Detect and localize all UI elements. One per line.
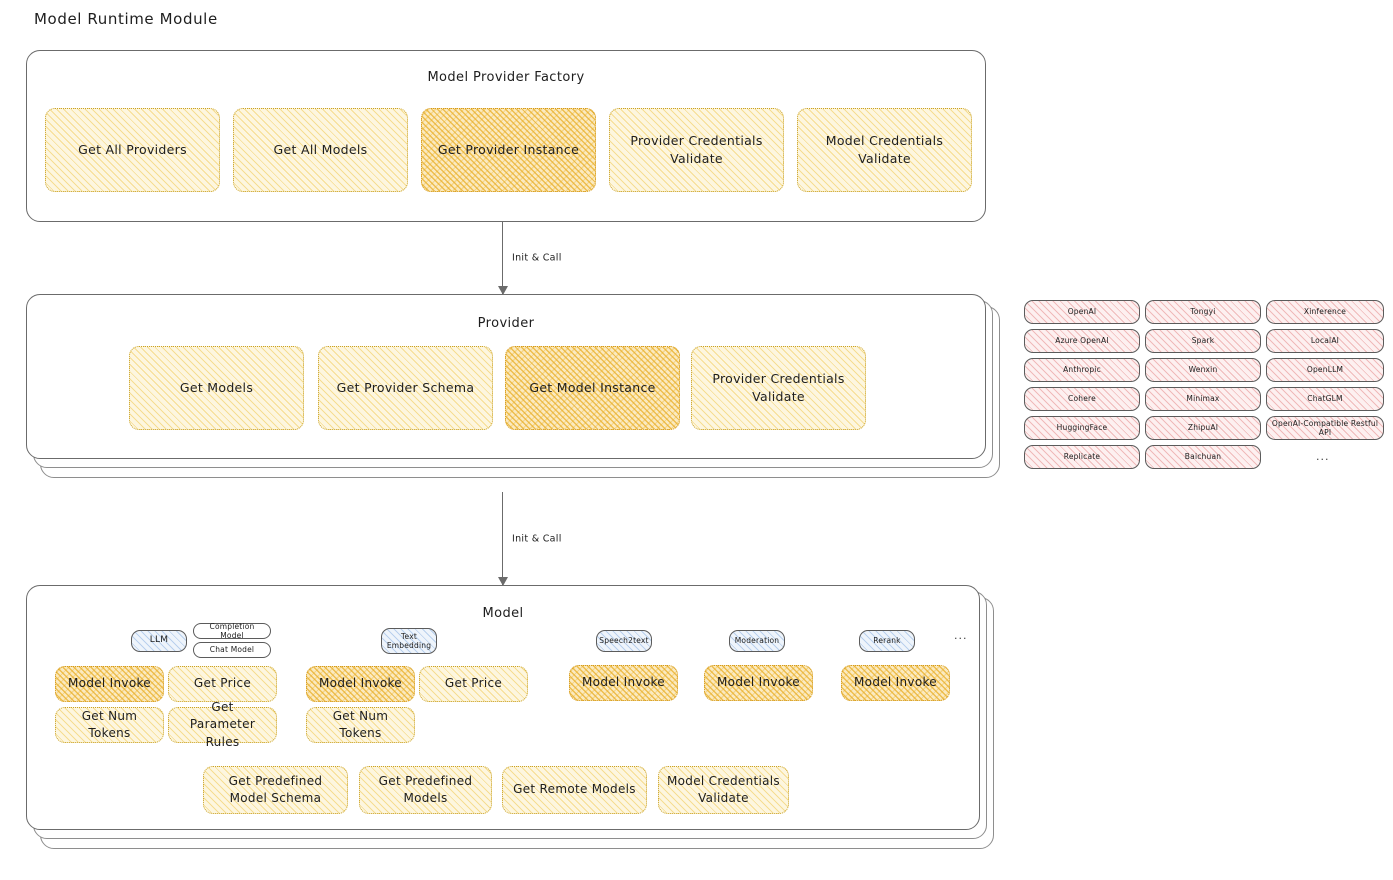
text-embedding-method-model-invoke[interactable]: Model Invoke (306, 666, 415, 702)
factory-item-get-all-models[interactable]: Get All Models (233, 108, 408, 192)
model-type-tag-rerank[interactable]: Rerank (859, 630, 915, 652)
connector-line (502, 492, 504, 585)
model-provider-factory-title: Model Provider Factory (427, 70, 585, 85)
provider-title: Provider (477, 316, 535, 331)
provider-chip-wenxin[interactable]: Wenxin (1145, 358, 1261, 382)
provider-chip-tongyi[interactable]: Tongyi (1145, 300, 1261, 324)
provider-chip-baichuan[interactable]: Baichuan (1145, 445, 1261, 469)
factory-item-get-provider-instance[interactable]: Get Provider Instance (421, 108, 596, 192)
model-panel: Model LLM Completion Model Chat Model Mo… (26, 585, 980, 830)
llm-method-get-price[interactable]: Get Price (168, 666, 277, 702)
connector-label: Init & Call (510, 532, 564, 545)
provider-chip-minimax[interactable]: Minimax (1145, 387, 1261, 411)
model-type-tag-speech2text[interactable]: Speech2text (596, 630, 652, 652)
provider-panel: Provider Get Models Get Provider Schema … (26, 294, 986, 459)
provider-list: OpenAI Azure OpenAI Anthropic Cohere Hug… (1024, 300, 1384, 480)
provider-chip-localai[interactable]: LocalAI (1266, 329, 1384, 353)
text-embedding-method-get-price[interactable]: Get Price (419, 666, 528, 702)
model-type-tag-text-embedding[interactable]: Text Embedding (381, 628, 437, 654)
model-provider-factory-panel: Model Provider Factory Get All Providers… (26, 50, 986, 222)
provider-chip-spark[interactable]: Spark (1145, 329, 1261, 353)
provider-chip-anthropic[interactable]: Anthropic (1024, 358, 1140, 382)
factory-item-provider-credentials-validate[interactable]: Provider Credentials Validate (609, 108, 784, 192)
rerank-method-model-invoke[interactable]: Model Invoke (841, 665, 950, 701)
provider-chip-chatglm[interactable]: ChatGLM (1266, 387, 1384, 411)
connector-line (502, 222, 504, 294)
provider-chip-cohere[interactable]: Cohere (1024, 387, 1140, 411)
page-title: Model Runtime Module (34, 10, 218, 28)
text-embedding-method-get-num-tokens[interactable]: Get Num Tokens (306, 707, 415, 743)
model-title: Model (482, 606, 524, 621)
model-type-tag-llm[interactable]: LLM (131, 630, 187, 652)
model-subtag-completion-model[interactable]: Completion Model (193, 622, 271, 640)
speech2text-method-model-invoke[interactable]: Model Invoke (569, 665, 678, 701)
connector-label: Init & Call (510, 251, 564, 265)
provider-chip-azure-openai[interactable]: Azure OpenAI (1024, 329, 1140, 353)
provider-item-get-model-instance[interactable]: Get Model Instance (505, 346, 680, 430)
provider-chip-xinference[interactable]: Xinference (1266, 300, 1384, 324)
model-common-method-model-credentials-validate[interactable]: Model Credentials Validate (658, 766, 789, 814)
model-common-method-get-predefined-models[interactable]: Get Predefined Models (359, 766, 492, 814)
provider-item-provider-credentials-validate[interactable]: Provider Credentials Validate (691, 346, 866, 430)
model-common-method-get-remote-models[interactable]: Get Remote Models (502, 766, 647, 814)
provider-chip-huggingface[interactable]: HuggingFace (1024, 416, 1140, 440)
model-type-tag-moderation[interactable]: Moderation (729, 630, 785, 652)
provider-chip-openai[interactable]: OpenAI (1024, 300, 1140, 324)
factory-item-get-all-providers[interactable]: Get All Providers (45, 108, 220, 192)
arrow-head-icon (497, 577, 508, 586)
model-types-more: ... (954, 629, 968, 642)
llm-method-get-parameter-rules[interactable]: Get Parameter Rules (168, 700, 277, 749)
llm-method-model-invoke[interactable]: Model Invoke (55, 666, 164, 702)
factory-item-model-credentials-validate[interactable]: Model Credentials Validate (797, 108, 972, 192)
arrow-head-icon (497, 286, 508, 295)
provider-chip-replicate[interactable]: Replicate (1024, 445, 1140, 469)
provider-chip-zhipuai[interactable]: ZhipuAI (1145, 416, 1261, 440)
provider-chip-openllm[interactable]: OpenLLM (1266, 358, 1384, 382)
provider-chip-openai-compatible-restful-api[interactable]: OpenAI-Compatible Restful API (1266, 416, 1384, 440)
llm-method-get-num-tokens[interactable]: Get Num Tokens (55, 707, 164, 743)
model-subtag-chat-model[interactable]: Chat Model (193, 642, 271, 658)
provider-item-get-models[interactable]: Get Models (129, 346, 304, 430)
provider-list-more: ... (1316, 450, 1330, 463)
provider-item-get-provider-schema[interactable]: Get Provider Schema (318, 346, 493, 430)
moderation-method-model-invoke[interactable]: Model Invoke (704, 665, 813, 701)
model-common-method-get-predefined-model-schema[interactable]: Get Predefined Model Schema (203, 766, 348, 814)
